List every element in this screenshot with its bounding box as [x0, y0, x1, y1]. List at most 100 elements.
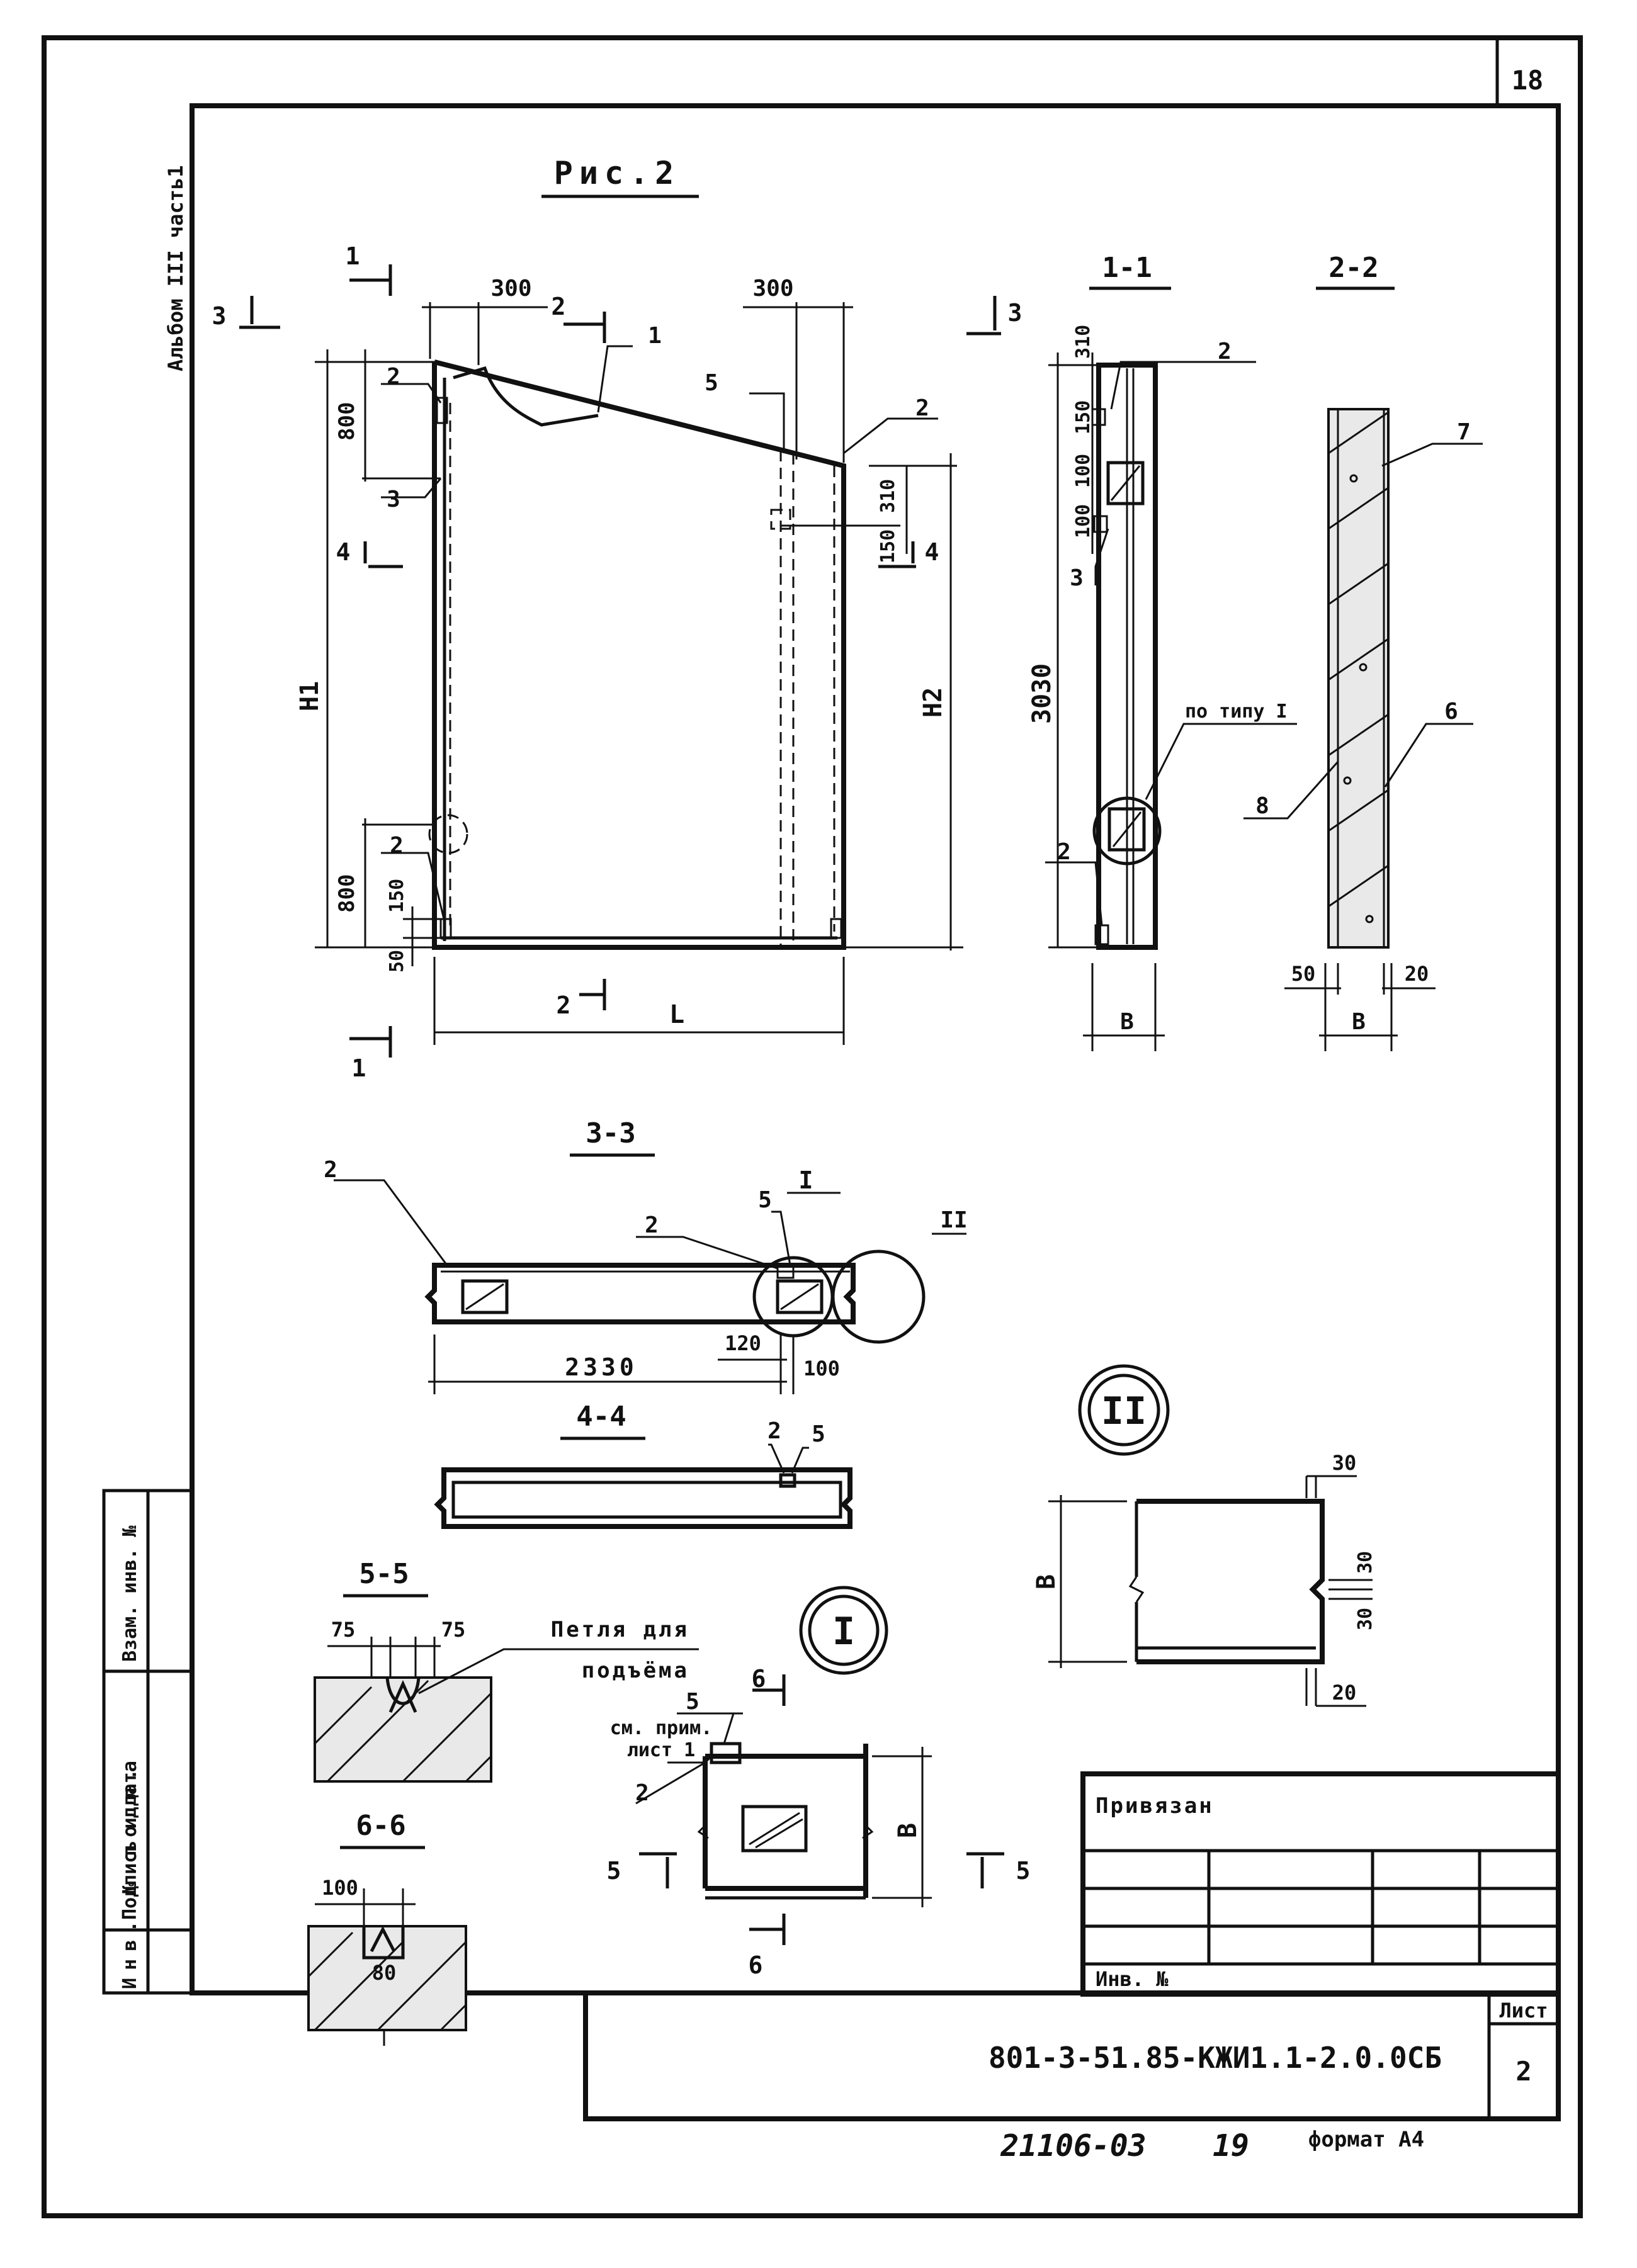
sec22-dim-50: 50 — [1291, 962, 1316, 986]
node-i-note-2: лист 1 — [627, 1739, 695, 1761]
node-ii-drawing — [1048, 1475, 1373, 1707]
sec44-pos-5: 5 — [812, 1421, 825, 1447]
sec11-dim-100b: 100 — [1072, 504, 1094, 538]
cut-4-right: 4 — [925, 538, 939, 566]
section-3-3-drawing — [424, 1250, 926, 1394]
footer-num: 19 — [1213, 2128, 1249, 2164]
main-leaders — [381, 345, 938, 920]
main-dim-800-top: 800 — [334, 402, 360, 441]
section-2-2-drawing — [1327, 408, 1390, 949]
section-6-6-drawing — [307, 1888, 467, 2046]
sec55-dim-75b: 75 — [441, 1618, 466, 1642]
sec33-pos-2-left: 2 — [324, 1157, 337, 1183]
node-i-cut-markers — [639, 1674, 1004, 1945]
sec66-dim-80: 80 — [372, 1961, 397, 1985]
cut-2-bot: 2 — [557, 991, 571, 1019]
figure-title: Рис.2 — [554, 155, 681, 191]
main-label-l: L — [669, 1000, 684, 1029]
node-i-label: I — [832, 1610, 855, 1654]
node-ii-dim-30-top: 30 — [1332, 1451, 1357, 1475]
title-block-list-label: Лист — [1499, 1999, 1548, 2023]
sec22-dim-20: 20 — [1405, 962, 1429, 986]
main-dim-300-left: 300 — [490, 276, 531, 302]
node-i-cut-6-bot: 6 — [749, 1951, 763, 1979]
node-i-drawing — [697, 1742, 932, 1907]
sec11-label-b: B — [1120, 1009, 1134, 1035]
sec33-node-i: I — [799, 1166, 813, 1194]
node-ii-dim-30a: 30 — [1354, 1551, 1376, 1574]
node-i-symbol — [799, 1586, 888, 1675]
section-1-1-title: 1-1 — [1102, 252, 1152, 284]
node-ii-label: II — [1101, 1389, 1147, 1433]
section-2-2-title: 2-2 — [1328, 252, 1378, 284]
sec11-dim-100a: 100 — [1072, 454, 1094, 488]
sec33-node-ii: II — [940, 1207, 967, 1233]
sec33-dim-120: 120 — [725, 1331, 761, 1355]
stamp-vzam-inv: Взам. инв. № — [119, 1525, 141, 1662]
sec11-pos-2-bot: 2 — [1057, 839, 1071, 865]
section-1-1-drawing — [1091, 363, 1162, 950]
sec11-pos-2-top: 2 — [1218, 339, 1232, 364]
main-dim-150-right: 150 — [877, 529, 899, 563]
sec22-pos-6: 6 — [1444, 699, 1458, 725]
node-ii-symbol — [1078, 1364, 1170, 1456]
sec22-pos-7: 7 — [1457, 419, 1471, 445]
pos-2-left-bot: 2 — [390, 833, 404, 859]
main-dim-800-bot: 800 — [334, 874, 360, 913]
stamp-signature-date: Подпись и дата — [119, 1761, 141, 1920]
footer-format: формат А4 — [1308, 2127, 1424, 2152]
node-i-note-1: см. прим. — [610, 1717, 713, 1739]
main-dim-300-right: 300 — [752, 276, 793, 302]
sec11-dim-310: 310 — [1072, 325, 1094, 359]
cut-markers — [239, 264, 1001, 1058]
sec55-loop-note-2: подъёма — [582, 1658, 689, 1683]
section-4-4-title: 4-4 — [576, 1401, 626, 1433]
cut-1-top: 1 — [346, 242, 360, 270]
pos-2-left-top: 2 — [387, 364, 400, 390]
page-number: 18 — [1512, 65, 1544, 96]
pos-1: 1 — [648, 323, 662, 349]
pos-2-right: 2 — [915, 395, 929, 421]
sec22-label-b: B — [1352, 1009, 1366, 1035]
sec55-loop-note-1: Петля для — [551, 1617, 689, 1642]
sec33-dim-2330: 2330 — [565, 1353, 638, 1381]
main-label-h1: H1 — [295, 681, 324, 711]
title-block-inv-no: Инв. № — [1096, 1967, 1169, 1991]
node-ii-dim-20: 20 — [1332, 1681, 1357, 1705]
pos-5: 5 — [705, 370, 718, 396]
main-dim-310: 310 — [877, 479, 899, 513]
title-block-privyazan: Привязан — [1096, 1793, 1214, 1819]
main-elevation — [428, 359, 846, 950]
sec33-pos-2-right: 2 — [645, 1212, 659, 1238]
sec33-pos-5: 5 — [758, 1187, 772, 1213]
main-dim-150-bot: 150 — [386, 879, 408, 913]
document-code: 801-3-51.85-КЖИ1.1-2.0.0СБ — [988, 2041, 1442, 2075]
node-ii-label-b: B — [1032, 1574, 1061, 1589]
sec66-dim-100: 100 — [322, 1876, 358, 1900]
album-label: Альбом III часть1 — [164, 165, 188, 371]
main-dim-50: 50 — [386, 950, 408, 973]
cut-2-top: 2 — [552, 293, 566, 320]
sec11-dim-3030: 3030 — [1028, 663, 1056, 724]
section-4-4-drawing — [434, 1467, 852, 1529]
sec44-pos-2: 2 — [768, 1418, 781, 1444]
side-stamp — [102, 1489, 194, 1995]
node-i-cut-6-top: 6 — [752, 1665, 766, 1693]
section-3-3-title: 3-3 — [586, 1117, 635, 1149]
title-block-frame — [583, 1771, 1561, 2121]
sec11-pos-3: 3 — [1070, 565, 1084, 591]
section-6-6-title: 6-6 — [356, 1810, 405, 1842]
cut-3-left: 3 — [212, 302, 227, 330]
sec11-note-tip: по типу I — [1185, 701, 1288, 723]
footer-code: 21106-03 — [1000, 2128, 1146, 2164]
node-i-pos-5: 5 — [686, 1689, 700, 1715]
section-5-5-drawing — [314, 1637, 492, 1783]
main-dimensions — [315, 302, 963, 1045]
node-i-cut-5-right: 5 — [1016, 1857, 1031, 1885]
sec11-dim-150: 150 — [1072, 400, 1094, 434]
pos-3: 3 — [387, 487, 400, 512]
node-i-cut-5-left: 5 — [607, 1857, 621, 1885]
main-label-h2: H2 — [919, 687, 948, 718]
node-i-label-b: B — [893, 1823, 922, 1838]
